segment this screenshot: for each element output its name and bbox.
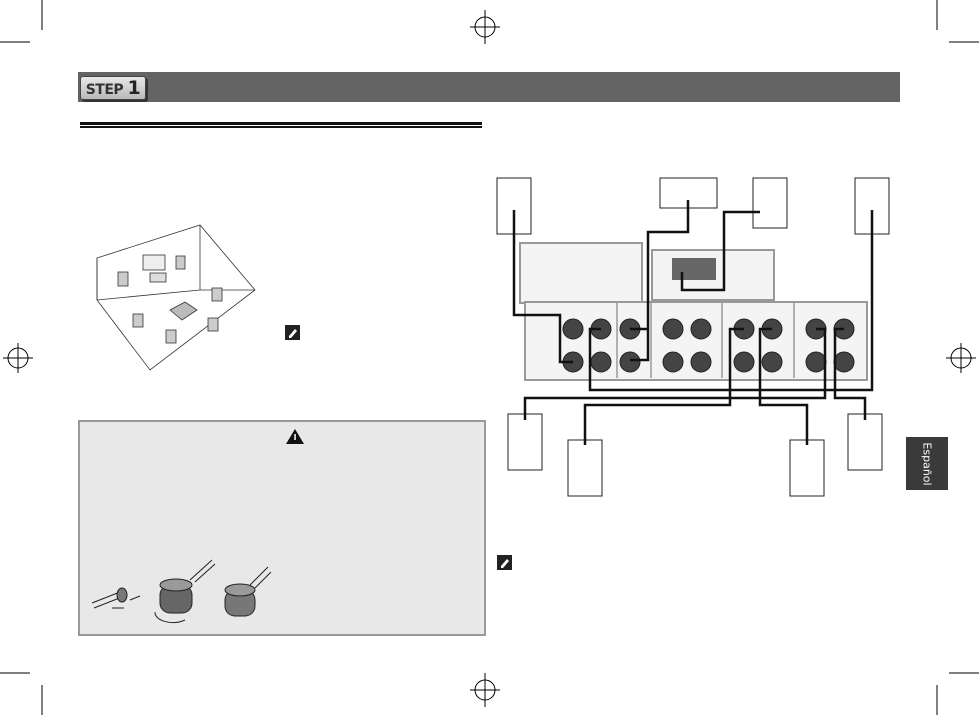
language-tab: Español (906, 437, 948, 490)
speaker-surround-back-left (567, 439, 603, 497)
warning-triangle-icon (286, 429, 304, 444)
step-number: 1 (127, 77, 141, 99)
section-rule (80, 122, 482, 126)
step-badge: STEP 1 (80, 76, 146, 100)
step-label: STEP (85, 82, 124, 98)
step-header-bar (78, 72, 900, 102)
speaker-surround-back-right (789, 439, 825, 497)
speaker-surround-right (847, 413, 883, 471)
subwoofer (752, 177, 788, 229)
language-tab-label: Español (920, 441, 934, 486)
speaker-surround-left (507, 413, 543, 471)
caution-box (78, 420, 486, 636)
